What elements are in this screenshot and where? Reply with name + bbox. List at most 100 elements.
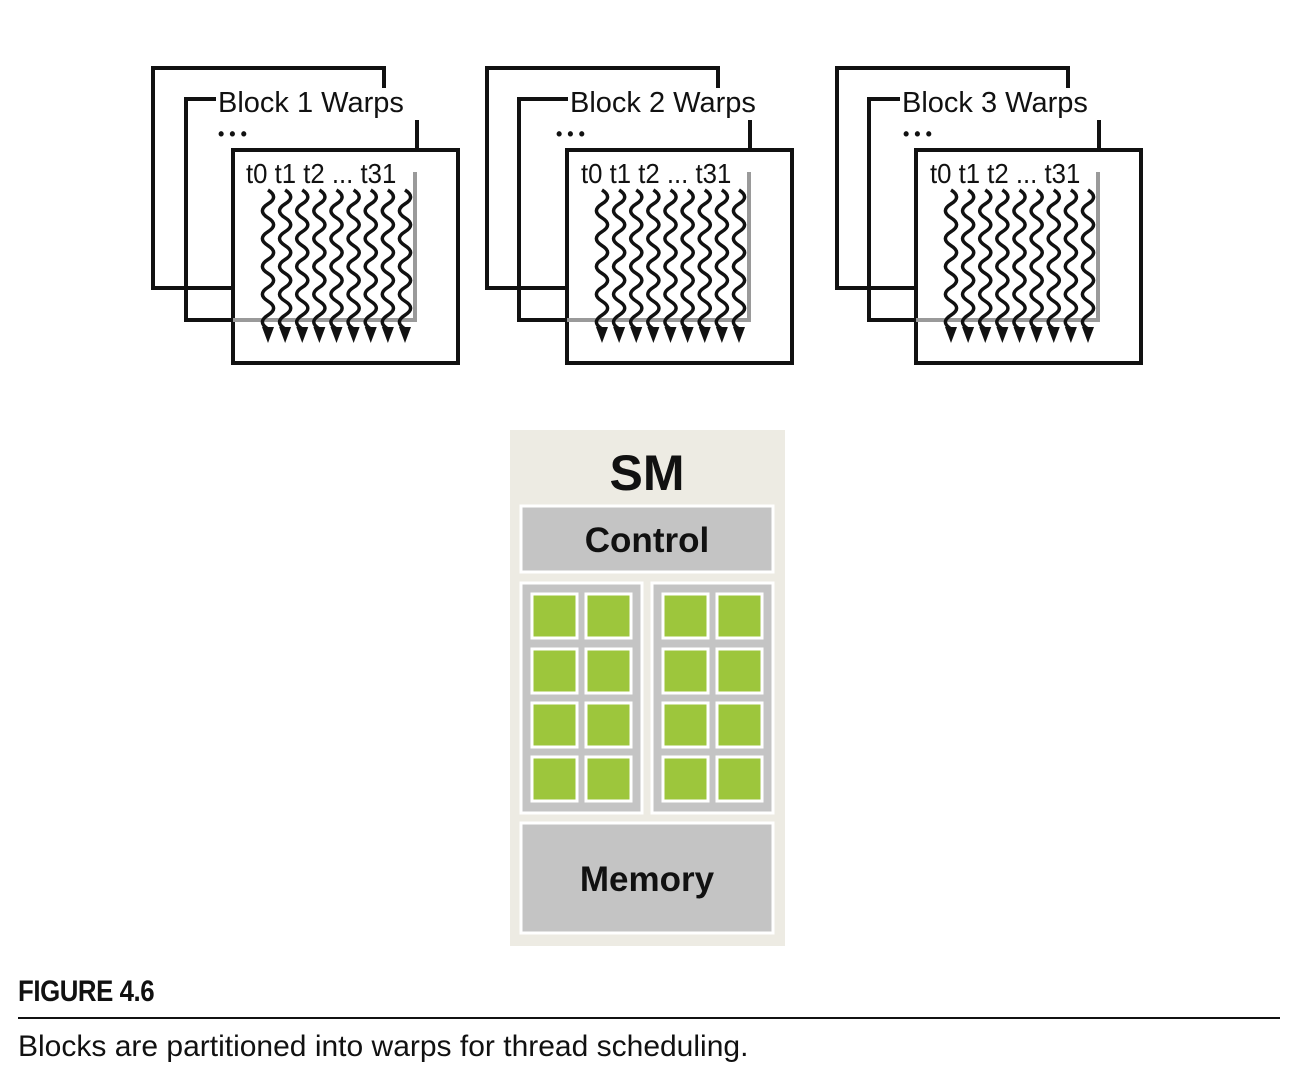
warp-thread-arrowhead [1047, 327, 1060, 343]
warp-thread-arrowhead [381, 327, 394, 343]
block-2-dots: • • • [556, 124, 585, 144]
block-1-middle-frame [184, 97, 233, 322]
sm-cores [530, 592, 764, 803]
warp-thread-arrowhead [1030, 327, 1043, 343]
block-1-back-frame [151, 66, 386, 290]
block-1-warp-threads [260, 188, 413, 343]
warp-thread-arrowhead [330, 327, 343, 343]
sm-core-g1-r1-c1 [530, 592, 579, 640]
block-3-warp-threads [943, 188, 1096, 343]
warp-thread-arrow [943, 188, 959, 331]
warp-thread-arrowhead [979, 327, 992, 343]
sm-title: SM [610, 445, 685, 501]
warp-thread-arrow [995, 188, 1010, 331]
block-2-shadow-frame [567, 172, 751, 322]
warp-thread-arrowhead [313, 327, 326, 343]
warp-thread-arrow [663, 188, 678, 331]
sm-core-g1-r4-c2 [584, 755, 633, 803]
sm-core-g2-r1-c2 [715, 592, 764, 640]
sm-core-g1-r2-c2 [584, 647, 633, 695]
block-2-warps-group: Block 2 Warps • • • t0 t1 t2 ... t31 [485, 66, 794, 365]
warp-thread-arrowhead [596, 327, 608, 343]
sm-memory-label: Memory [580, 860, 715, 899]
block-2-thread-labels: t0 t1 t2 ... t31 [581, 158, 731, 189]
warp-thread-arrowhead [613, 327, 626, 343]
warp-thread-arrowhead [262, 327, 274, 343]
sm-core-g1-r3-c2 [584, 701, 633, 749]
warp-thread-arrowhead [347, 327, 360, 343]
warp-thread-arrow [397, 188, 413, 331]
warp-thread-arrow [977, 188, 993, 331]
block-3-title: Block 3 Warps [902, 87, 1088, 119]
warp-thread-arrowhead [1082, 327, 1094, 343]
block-3-thread-labels: t0 t1 t2 ... t31 [930, 158, 1080, 189]
sm-core-g1-r3-c1 [530, 701, 579, 749]
warp-thread-arrow [1012, 188, 1027, 331]
warp-thread-arrowhead [733, 327, 745, 343]
warp-thread-arrowhead [962, 327, 975, 343]
sm-core-g2-r3-c2 [715, 701, 764, 749]
sm-core-g1-r4-c1 [530, 755, 579, 803]
warp-thread-arrow [1080, 188, 1096, 331]
warp-thread-arrowhead [996, 327, 1009, 343]
warp-thread-arrow [680, 188, 695, 331]
sm-core-g2-r2-c1 [661, 647, 710, 695]
block-2-warp-threads [594, 188, 747, 343]
warp-thread-arrow [329, 188, 344, 331]
warp-thread-arrowhead [399, 327, 411, 343]
warp-thread-arrow [714, 188, 730, 331]
warp-thread-arrowhead [715, 327, 728, 343]
warp-thread-arrowhead [647, 327, 660, 343]
sm-core-g2-r1-c1 [661, 592, 710, 640]
block-1-dots: • • • [218, 124, 247, 144]
block-1-shadow-frame [233, 172, 417, 322]
warp-thread-arrow [611, 188, 627, 331]
warp-thread-arrowhead [1064, 327, 1077, 343]
block-3-back-frame [835, 66, 1070, 290]
warp-thread-arrow [1029, 188, 1044, 331]
warp-thread-arrow [1063, 188, 1079, 331]
warp-thread-arrowhead [1013, 327, 1026, 343]
sm-control-panel [519, 504, 775, 574]
block-1-warps-group: Block 1 Warps • • • t0 t1 t2 ... t31 [151, 66, 460, 365]
block-1-thread-labels: t0 t1 t2 ... t31 [246, 158, 396, 189]
warp-thread-arrowhead [296, 327, 309, 343]
block-2-back-frame [485, 66, 720, 290]
warp-thread-arrow [594, 188, 610, 331]
sm-control-label: Control [585, 521, 709, 560]
sm-core-g2-r3-c1 [661, 701, 710, 749]
warp-thread-arrowhead [945, 327, 957, 343]
warp-thread-arrow [363, 188, 379, 331]
warp-thread-arrowhead [698, 327, 711, 343]
warp-thread-arrowhead [681, 327, 694, 343]
sm-core-g1-r1-c2 [584, 592, 633, 640]
warp-thread-arrow [646, 188, 661, 331]
block-2-middle-frame [517, 97, 568, 322]
block-3-middle-frame [867, 97, 916, 322]
warp-thread-arrow [260, 188, 276, 331]
warp-thread-arrow [960, 188, 976, 331]
warp-thread-arrow [346, 188, 361, 331]
block-3-warps-group: Block 3 Warps • • • t0 t1 t2 ... t31 [835, 66, 1143, 365]
block-2-title: Block 2 Warps [570, 87, 756, 119]
block-1-title: Block 1 Warps [218, 87, 404, 119]
figure-label: FIGURE 4.6 [18, 975, 155, 1008]
warp-thread-arrowhead [630, 327, 643, 343]
sm-core-g2-r4-c1 [661, 755, 710, 803]
block-3-shadow-frame [916, 172, 1100, 322]
warp-thread-arrow [628, 188, 644, 331]
warp-thread-arrowhead [364, 327, 377, 343]
figure-caption: Blocks are partitioned into warps for th… [18, 1030, 749, 1063]
figure-rule [18, 1017, 1280, 1019]
sm-core-g1-r2-c1 [530, 647, 579, 695]
warp-thread-arrow [312, 188, 327, 331]
warp-thread-arrow [380, 188, 396, 331]
warp-thread-arrow [294, 188, 310, 331]
warp-thread-arrow [697, 188, 713, 331]
sm-core-g2-r2-c2 [715, 647, 764, 695]
warp-thread-arrow [1046, 188, 1062, 331]
sm-memory-panel [519, 821, 775, 935]
warp-thread-arrow [277, 188, 293, 331]
block-3-dots: • • • [903, 124, 932, 144]
